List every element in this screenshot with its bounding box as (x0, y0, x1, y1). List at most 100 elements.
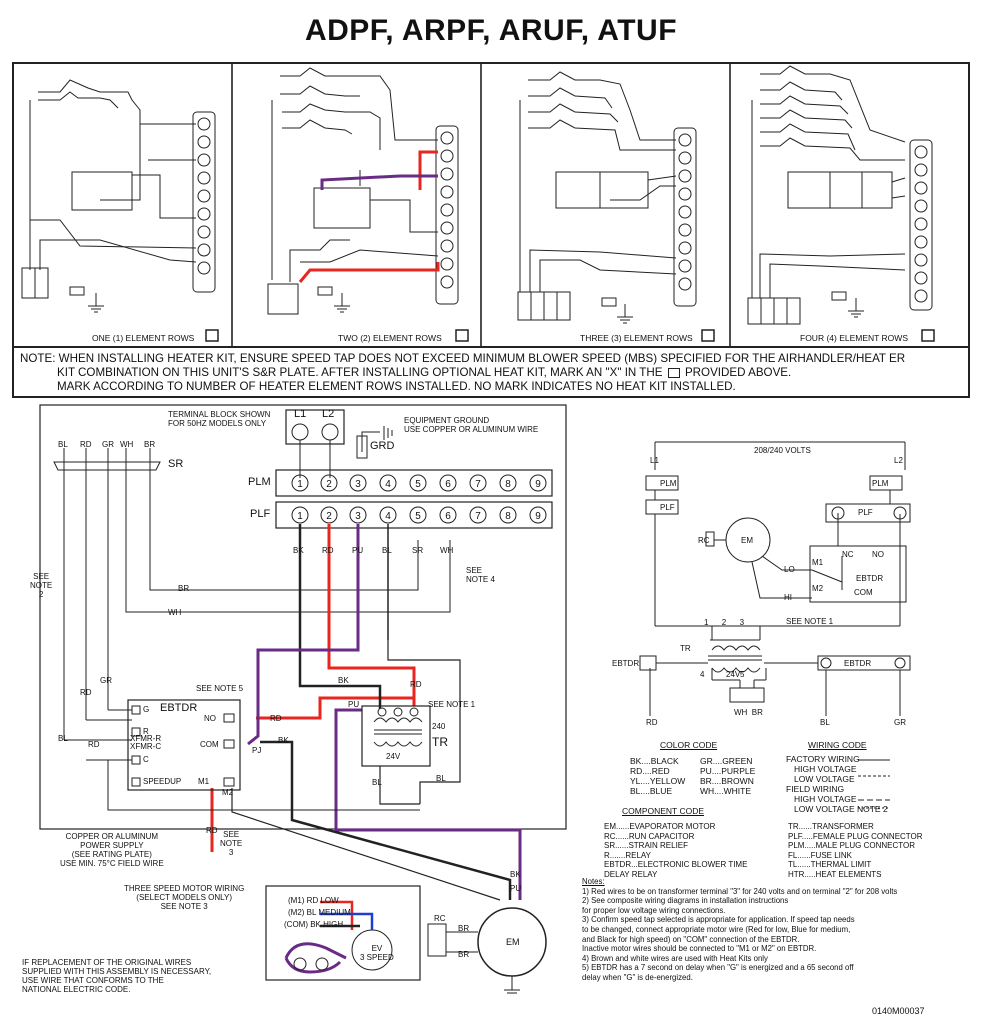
bk-label-ebtdr: BK (278, 736, 289, 745)
ladder-plf-r: PLF (858, 508, 873, 517)
plm-label: PLM (248, 476, 271, 488)
ladder-l2: L2 (894, 456, 903, 465)
note-1: 1) Red wires to be on transformer termin… (582, 886, 898, 896)
comp-ebtdr: EBTDR...ELECTRONIC BLOWER TIME (604, 860, 748, 870)
ladder-terminals-low: 4 5 (700, 670, 745, 679)
wiring-factory: FACTORY WIRING (786, 754, 860, 764)
color-code-left: BK....BLACK RD....RED YL....YELLOW BL...… (630, 756, 685, 796)
bl-label-left: BL (58, 734, 68, 743)
rd-label-mid: RD (410, 680, 422, 689)
part-number: 0140M00037 (872, 1006, 925, 1016)
color-yl: YL....YELLOW (630, 776, 686, 786)
speed-medium: (M2) BL MEDIUM (288, 908, 351, 917)
ground-note: EQUIPMENT GROUND USE COPPER OR ALUMINUM … (404, 416, 539, 434)
plf-wire-sr: SR (412, 546, 424, 555)
color-pu: PU....PURPLE (700, 766, 756, 776)
note-line-2b: PROVIDED ABOVE. (684, 366, 792, 379)
replacement-note: IF REPLACEMENT OF THE ORIGINAL WIRES SUP… (22, 958, 212, 994)
panel-three-caption: THREE (3) ELEMENT ROWS (580, 333, 693, 343)
br-label: BR (178, 584, 190, 593)
comp-fl: FL......FUSE LINK (788, 850, 853, 860)
comp-sr: SR......STRAIN RELIEF (604, 841, 689, 851)
note-line-1: NOTE: WHEN INSTALLING HEATER KIT, ENSURE… (20, 352, 906, 365)
ladder-wh-br: WH BR (734, 708, 763, 717)
l2-label: L2 (322, 408, 335, 420)
see-note-1-main: SEE NOTE 1 (428, 700, 476, 709)
l1-label: L1 (294, 408, 307, 420)
rd-label-ebtdr: RD (270, 714, 282, 723)
plf-wire-rd: RD (322, 546, 334, 555)
color-bk: BK....BLACK (630, 756, 679, 766)
ladder-tr: TR (680, 644, 691, 653)
plf-wire-pu: PU (352, 546, 364, 555)
motor-rc: RC (434, 914, 446, 923)
plf-wire-wh: WH (440, 546, 454, 555)
ladder-plf-l: PLF (660, 503, 675, 512)
wire-top-gr: GR (102, 440, 114, 449)
note-3c: and Black for high speed) on "COM" conne… (582, 934, 800, 944)
svg-text:3: 3 (355, 479, 361, 490)
motor-wire-pu: PU (510, 884, 522, 893)
ebtdr-label: EBTDR (160, 702, 198, 714)
svg-text:8: 8 (505, 511, 511, 522)
heat-kit-note: NOTE: WHEN INSTALLING HEATER KIT, ENSURE… (20, 352, 970, 394)
wire-top-bl: BL (58, 440, 68, 449)
motor-em: EM (506, 937, 520, 947)
comp-tr: TR......TRANSFORMER (788, 822, 874, 831)
comp-plf: PLF.....FEMALE PLUG CONNECTOR (788, 831, 923, 841)
wiring-field-lv: LOW VOLTAGE NOTE 2 (794, 804, 888, 814)
three-speed-note: THREE SPEED MOTOR WIRING (SELECT MODELS … (124, 884, 245, 911)
color-code-heading: COLOR CODE (660, 740, 718, 750)
comp-ebtdr-2: DELAY RELAY (604, 869, 658, 879)
comp-plm: PLM.....MALE PLUG CONNECTOR (788, 841, 915, 851)
speed-low: (M1) RD LOW (288, 896, 339, 905)
notes-box: Notes: 1) Red wires to be on transformer… (582, 877, 972, 983)
svg-text:2: 2 (326, 479, 332, 490)
notes-heading: Notes: (582, 877, 605, 886)
bl-label-tr: BL (436, 774, 446, 783)
svg-text:1: 1 (297, 479, 303, 490)
ladder-em: EM (741, 536, 753, 545)
motor-wire-br2: BR (458, 950, 470, 959)
plf-wire-bl: BL (382, 546, 392, 555)
ev-label: EV 3 SPEED (360, 944, 394, 962)
speed-high: (COM) BK HIGH (284, 920, 344, 929)
panel-four-caption: FOUR (4) ELEMENT ROWS (800, 333, 908, 343)
svg-text:9: 9 (535, 479, 541, 490)
note-frame (12, 348, 970, 398)
comp-em: EM......EVAPORATOR MOTOR (604, 822, 716, 831)
panel-one-caption: ONE (1) ELEMENT ROWS (92, 333, 195, 343)
ebtdr-no: NO (204, 714, 216, 723)
wiring-factory-lv: LOW VOLTAGE (794, 774, 855, 784)
note-3d: Inactive motor wires should be connected… (582, 944, 817, 954)
pu-label-mid: PU (348, 700, 360, 709)
plf-label: PLF (250, 508, 271, 520)
wire-top-br: BR (144, 440, 156, 449)
ladder-lo: LO (784, 565, 795, 574)
svg-text:5: 5 (415, 479, 421, 490)
ladder-l1: L1 (650, 456, 659, 465)
ladder-terminals: 1 2 3 (704, 618, 745, 627)
svg-text:3: 3 (355, 511, 361, 522)
note-2b: for proper low voltage wiring connection… (582, 905, 726, 915)
ebtdr-speedup: SPEEDUP (143, 777, 182, 786)
rd-label-left2: RD (88, 740, 100, 749)
ladder-nc: NC (842, 550, 854, 559)
ladder-ebtdr-r: EBTDR (844, 659, 872, 668)
see-note-4: SEE NOTE 4 (466, 566, 495, 584)
diagram-title: ADPF, ARPF, ARUF, ATUF (304, 14, 678, 47)
ladder-m1: M1 (812, 558, 824, 567)
panel-two-caption: TWO (2) ELEMENT ROWS (338, 333, 442, 343)
note-4: 4) Brown and white wires are used with H… (582, 953, 768, 963)
wh-label: WH (168, 608, 182, 617)
ebtdr-com: COM (200, 740, 219, 749)
note-5b: delay when "G" is de-energized. (582, 972, 693, 982)
motor-wire-bk: BK (510, 870, 521, 879)
svg-text:1: 1 (297, 511, 303, 522)
ebtdr-g: G (143, 705, 150, 714)
ebtdr-c: C (143, 755, 149, 764)
note-2: 2) See composite wiring diagrams in inst… (582, 896, 789, 906)
rd-label-m1: RD (206, 826, 218, 835)
ladder-hi: HI (784, 593, 792, 602)
